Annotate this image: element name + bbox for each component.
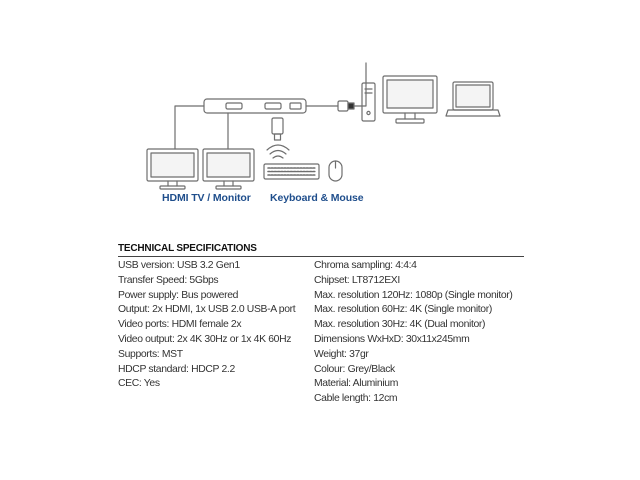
desktop-tower-icon <box>361 82 376 122</box>
monitor-icon <box>202 148 255 190</box>
connection-line <box>353 62 367 107</box>
specs-title: TECHNICAL SPECIFICATIONS <box>118 243 257 254</box>
laptop-icon <box>445 81 501 117</box>
spec-item: Video ports: HDMI female 2x <box>118 319 242 331</box>
monitor-icon <box>382 75 438 124</box>
monitor-icon <box>146 148 199 190</box>
spec-item: Colour: Grey/Black <box>314 363 395 375</box>
usb-hub-icon <box>203 98 307 114</box>
spec-item: CEC: Yes <box>118 378 160 390</box>
spec-item: Power supply: Bus powered <box>118 289 239 301</box>
wireless-signal-icon <box>266 144 290 159</box>
spec-item: Chroma sampling: 4:4:4 <box>314 260 417 271</box>
spec-item: Dimensions WxHxD: 30x11x245mm <box>314 333 470 345</box>
keyboard-icon <box>263 163 320 180</box>
specs-divider <box>118 256 524 257</box>
spec-item: Weight: 37gr <box>314 348 369 360</box>
usb-c-cable-icon <box>305 100 355 112</box>
spec-item: Video output: 2x 4K 30Hz or 1x 4K 60Hz <box>118 333 292 345</box>
keyboard-mouse-caption: Keyboard & Mouse <box>270 192 364 204</box>
spec-item: Output: 2x HDMI, 1x USB 2.0 USB-A port <box>118 304 296 316</box>
spec-item: Cable length: 12cm <box>314 393 398 405</box>
spec-item: HDCP standard: HDCP 2.2 <box>118 363 235 375</box>
spec-item: Max. resolution 120Hz: 1080p (Single mon… <box>314 289 513 301</box>
spec-item: Material: Aluminium <box>314 378 399 390</box>
spec-item: Chipset: LT8712EXI <box>314 274 400 286</box>
specs-column-left: USB version: USB 3.2 Gen1 Transfer Speed… <box>118 259 296 392</box>
specs-column-right: Chroma sampling: 4:4:4 Chipset: LT8712EX… <box>314 259 513 407</box>
usb-dongle-icon <box>271 117 284 141</box>
spec-item: Transfer Speed: 5Gbps <box>118 274 219 286</box>
spec-item: Max. resolution 60Hz: 4K (Single monitor… <box>314 304 492 316</box>
spec-item: USB version: USB 3.2 Gen1 <box>118 260 240 271</box>
connection-diagram <box>146 62 501 190</box>
connection-line <box>174 105 205 150</box>
mouse-icon <box>328 160 343 182</box>
spec-item: Max. resolution 30Hz: 4K (Dual monitor) <box>314 319 486 331</box>
hdmi-monitor-caption: HDMI TV / Monitor <box>162 192 251 204</box>
spec-item: Supports: MST <box>118 348 183 360</box>
